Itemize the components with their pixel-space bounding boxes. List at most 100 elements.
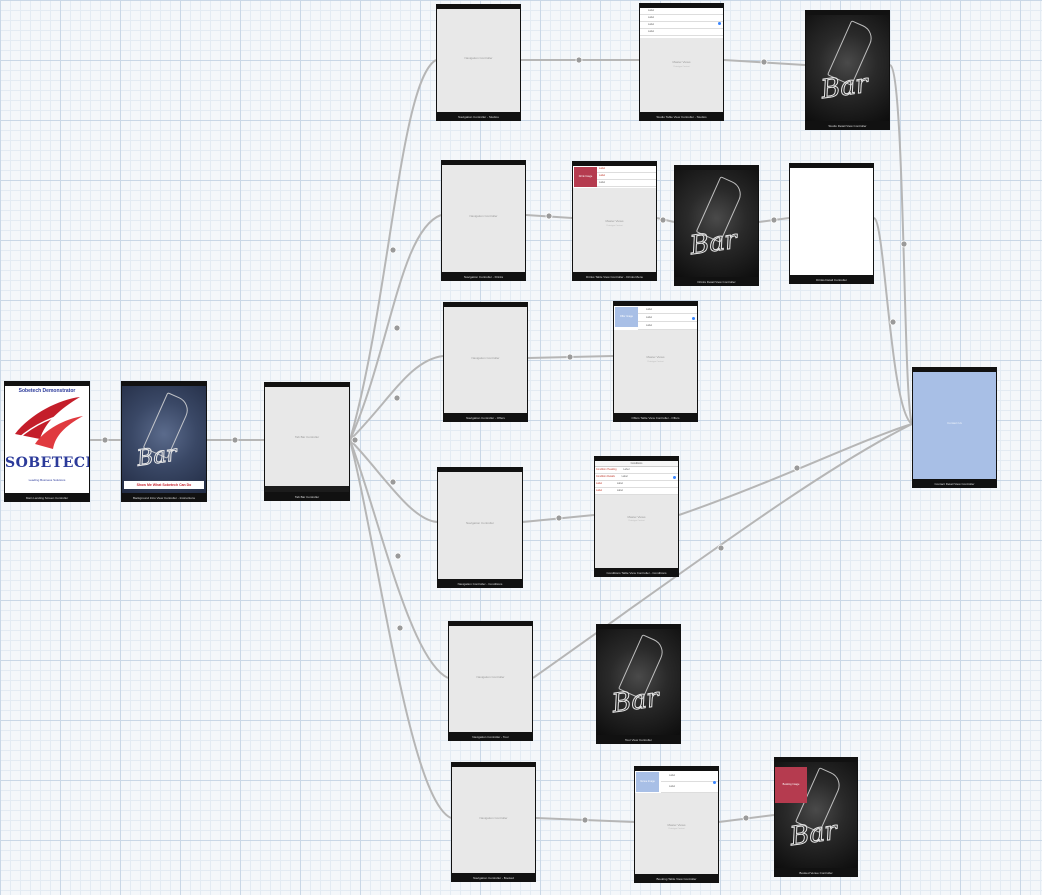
scene-body [790, 168, 873, 275]
scene-body: Navigation Controller [437, 9, 520, 112]
scene-body: Label Label Label Label Master Views Pro… [640, 8, 723, 112]
segue-marker[interactable] [393, 324, 401, 332]
booking-image-thumbnail: Booking Image [775, 767, 807, 803]
segue-marker[interactable] [760, 58, 768, 66]
navigation-controller-conditions[interactable]: Navigation Controller Navigation Control… [437, 467, 523, 588]
segue-marker[interactable] [555, 514, 563, 522]
segue-marker[interactable] [581, 816, 589, 824]
show-me-button[interactable]: Show Me What Sobetech Can Do [124, 481, 204, 489]
scene-caption: Booked Venue Controller [799, 871, 833, 875]
table-row[interactable]: Label [640, 8, 723, 15]
tab-bar[interactable] [265, 486, 349, 492]
segue-marker[interactable] [389, 246, 397, 254]
scene-title: Navigation Controller [471, 355, 500, 360]
table-row[interactable]: Label [638, 314, 697, 322]
studio-detail-scene[interactable]: Bar Studio Detail View Controller [805, 10, 890, 130]
segue-marker[interactable] [900, 240, 908, 248]
table-row[interactable]: Label [640, 15, 723, 22]
sobetech-logo-icon [15, 397, 83, 449]
segue-tabbar-to-nav2 [349, 214, 442, 441]
table-cells: Label Label Label Label [640, 8, 723, 38]
scene-caption: Booking Table View Controller [656, 877, 697, 881]
table-row[interactable]: Label Label [595, 488, 678, 495]
scene-body: Navigation Controller [449, 626, 532, 732]
table-row[interactable]: Condition Heading Label [595, 467, 678, 474]
scene-body: Navigation Controller [452, 767, 535, 873]
table-row[interactable]: Label [591, 180, 656, 187]
scene-body: Bar Booking Image [775, 762, 857, 868]
table-row[interactable]: Label [640, 29, 723, 36]
scene-title: Master Views [627, 514, 646, 519]
conditions-table-scene[interactable]: Conditions Condition Heading Label Condi… [594, 456, 679, 577]
scene-body: Bar [675, 170, 758, 277]
table-row[interactable]: Label [638, 322, 697, 330]
drinks-detail-scene[interactable]: Bar Drinks Detail View Controller [674, 165, 759, 286]
row-title: Label [596, 489, 603, 492]
drinks-detail-controller-scene[interactable]: Drinks Detail Controller [789, 163, 874, 284]
bar-neon-photo: Bar [597, 629, 680, 735]
row-title: Condition Details [596, 475, 615, 478]
booking-table-scene[interactable]: Venue Image Label Label Master Views Pro… [634, 766, 719, 883]
booked-venue-scene[interactable]: Bar Booking Image Booked Venue Controlle… [774, 757, 858, 877]
segue-marker[interactable] [393, 394, 401, 402]
scene-caption: Navigation Controller - Booked [473, 876, 514, 880]
disclosure-icon [673, 476, 676, 479]
table-row[interactable]: Label [591, 166, 656, 173]
segue-marker[interactable] [394, 552, 402, 560]
segue-photo1-to-blue [889, 64, 913, 425]
navigation-controller-studios[interactable]: Navigation Controller Navigation Control… [436, 4, 521, 121]
segue-marker[interactable] [566, 353, 574, 361]
scene-title: Tab Bar Controller [294, 435, 320, 440]
table-row[interactable]: Label [640, 22, 723, 29]
segue-marker[interactable] [389, 478, 397, 486]
segue-marker[interactable] [231, 436, 239, 444]
table-row[interactable]: Label [661, 782, 718, 793]
scene-caption: Studio Detail View Controller [828, 124, 867, 128]
segue-marker[interactable] [770, 216, 778, 224]
navigation-controller-offers[interactable]: Navigation Controller Navigation Control… [443, 302, 528, 422]
segue-marker[interactable] [351, 436, 359, 444]
table-cells: Offer Image Label Label Label [614, 306, 697, 330]
segue-marker[interactable] [793, 464, 801, 472]
contact-detail-scene[interactable]: Contact Us Contact Detail View Controlle… [912, 367, 997, 488]
segue-marker[interactable] [101, 436, 109, 444]
scene-caption: Offers Table View Controller - Offers [631, 416, 680, 420]
scene-body: Navigation Controller [442, 165, 525, 272]
segue-marker[interactable] [575, 56, 583, 64]
segue-marker[interactable] [545, 212, 553, 220]
offers-table-scene[interactable]: Offer Image Label Label Label Master Vie… [613, 301, 698, 422]
table-row[interactable]: Label [661, 771, 718, 782]
table-row[interactable]: Label [591, 173, 656, 180]
navigation-controller-drinks[interactable]: Navigation Controller Navigation Control… [441, 160, 526, 281]
bar-neon-photo: Bar [122, 386, 206, 493]
scene-caption: Drinks Table View Controller - Drinks Me… [585, 275, 644, 279]
segue-marker[interactable] [396, 624, 404, 632]
tour-scene[interactable]: Bar Tour View Controller [596, 624, 681, 744]
navigation-controller-booked[interactable]: Navigation Controller Navigation Control… [451, 762, 536, 882]
main-landing-scene[interactable]: Sobetech Demonstrator SOBETECH Leading B… [4, 381, 90, 502]
scene-body: Navigation Controller [438, 472, 522, 579]
drinks-table-scene[interactable]: Drink Image Label Label Label Master Vie… [572, 161, 657, 281]
segue-table4-to-blue [678, 423, 913, 516]
scene-title: Navigation Controller [479, 815, 508, 820]
row-value: Label [621, 475, 628, 478]
segue-marker[interactable] [742, 814, 750, 822]
scene-title: Master Views [667, 822, 686, 827]
table-row[interactable]: Label [638, 306, 697, 314]
intro-scene[interactable]: Bar Show Me What Sobetech Can Do Backgro… [121, 381, 207, 502]
brand-wordmark: SOBETECH [5, 455, 89, 471]
studio-table-scene[interactable]: Label Label Label Label Master Views Pro… [639, 3, 724, 121]
segue-marker[interactable] [659, 216, 667, 224]
brand-tagline: Leading Business Solutions [28, 478, 66, 482]
table-row[interactable]: Label Label [595, 481, 678, 488]
segue-marker[interactable] [889, 318, 897, 326]
scene-caption: Studio Table View Controller - Studios [656, 115, 707, 119]
segue-tabbar-to-nav1 [349, 59, 437, 441]
navigation-controller-tour[interactable]: Navigation Controller Navigation Control… [448, 621, 533, 741]
scene-subtitle: Prototype Content [673, 66, 690, 69]
tab-bar-controller-scene[interactable]: Tab Bar Controller Tab Bar Controller [264, 382, 350, 501]
scene-caption: Conditions Table View Controller - Condi… [606, 571, 667, 575]
table-row[interactable]: Condition Details Label [595, 474, 678, 481]
segue-marker[interactable] [717, 544, 725, 552]
